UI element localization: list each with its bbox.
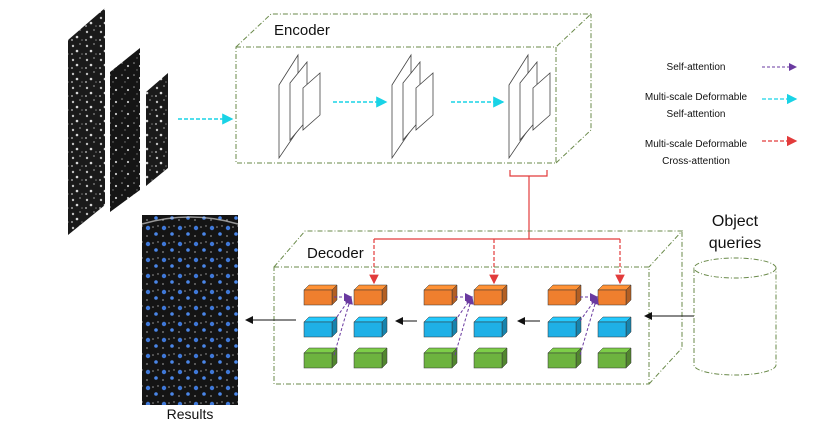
legend-ms-deform-cross-line1: Multi-scale Deformable bbox=[645, 139, 748, 150]
encoder-layer-2 bbox=[391, 53, 434, 160]
decoder-block-orange-6 bbox=[597, 284, 632, 306]
decoder-box bbox=[273, 230, 684, 385]
decoder-block-green-5 bbox=[547, 347, 582, 369]
legend-ms-deform-cross-line2: Cross-attention bbox=[662, 156, 730, 167]
decoder-title: Decoder bbox=[307, 245, 364, 262]
legend-self-attention: Self-attention bbox=[667, 62, 726, 73]
input-map-large bbox=[68, 8, 105, 235]
decoder-block-green-2 bbox=[353, 347, 388, 369]
decoder-block-blue-1 bbox=[303, 316, 338, 338]
encoder-box bbox=[235, 13, 593, 164]
decoder-block-orange-5 bbox=[547, 284, 582, 306]
object-queries-label-line1: Object bbox=[712, 213, 759, 230]
object-queries-cylinder bbox=[693, 257, 777, 376]
decoder-block-blue-3 bbox=[423, 316, 458, 338]
decoder-block-green-1 bbox=[303, 347, 338, 369]
legend-ms-deform-self-line1: Multi-scale Deformable bbox=[645, 92, 748, 103]
decoder-block-green-4 bbox=[473, 347, 508, 369]
input-feature-maps bbox=[68, 8, 168, 235]
legend: Self-attention Multi-scale Deformable Se… bbox=[645, 62, 798, 167]
encoder-title: Encoder bbox=[274, 22, 330, 39]
decoder-block-blue-6 bbox=[597, 316, 632, 338]
encoder-layer-3 bbox=[508, 53, 551, 160]
object-queries-label-line2: queries bbox=[709, 235, 761, 252]
decoder-block-orange-2 bbox=[353, 284, 388, 306]
decoder-block-blue-4 bbox=[473, 316, 508, 338]
self-attention-arrows bbox=[333, 293, 599, 356]
results-label: Results bbox=[167, 406, 214, 421]
encoder-to-decoder-connector bbox=[374, 170, 620, 240]
input-map-small bbox=[146, 73, 168, 186]
decoder-block-blue-2 bbox=[353, 316, 388, 338]
decoder-block-green-3 bbox=[423, 347, 458, 369]
decoder-block-green-6 bbox=[597, 347, 632, 369]
decoder-block-blue-5 bbox=[547, 316, 582, 338]
decoder-block-orange-1 bbox=[303, 284, 338, 306]
decoder-blocks bbox=[303, 284, 749, 369]
input-map-medium bbox=[110, 48, 140, 212]
encoder-layer-1 bbox=[278, 53, 321, 160]
decoder-block-orange-3 bbox=[423, 284, 458, 306]
results-image bbox=[141, 215, 239, 405]
decoder-block-orange-4 bbox=[473, 284, 508, 306]
legend-ms-deform-self-line2: Self-attention bbox=[667, 109, 726, 120]
